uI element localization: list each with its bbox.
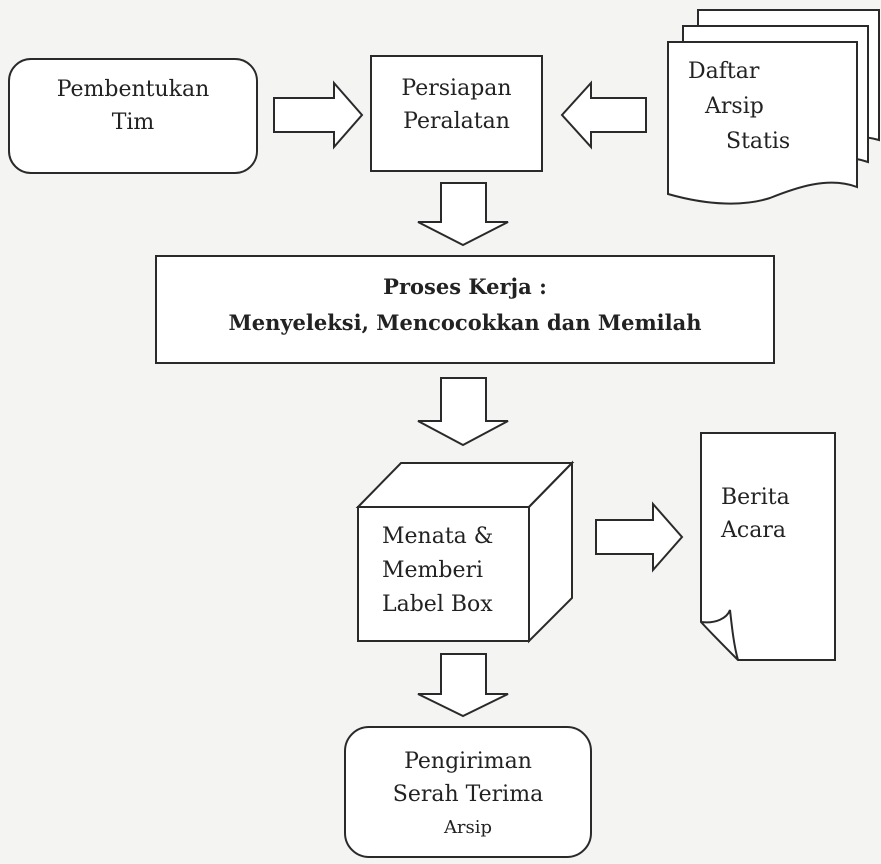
labeling-box-line1: Menata & [382, 524, 494, 549]
archive-list-line2: Arsip [705, 94, 764, 119]
delivery-line1: Pengiriman [404, 749, 532, 774]
work-process-line1: Proses Kerja : [383, 274, 547, 299]
arrow-right-team-to-prep [273, 80, 364, 150]
labeling-cube [355, 460, 575, 644]
labeling-box-label: Menata & Memberi Label Box [382, 520, 493, 622]
team-formation-label: Pembentukan Tim [9, 73, 257, 139]
team-formation-box [8, 58, 258, 174]
work-process-line2: Menyeleksi, Mencocokkan dan Memilah [228, 310, 702, 335]
arrow-right-box-to-minutes [595, 501, 684, 573]
arrow-down-process-to-box [417, 377, 509, 447]
minutes-doc-line2: Acara [721, 518, 786, 543]
work-process-label: Proses Kerja : Menyeleksi, Mencocokkan d… [156, 269, 774, 341]
arrow-left-list-to-prep [560, 80, 647, 150]
labeling-box-line2: Memberi [382, 558, 484, 583]
team-formation-line1: Pembentukan [56, 77, 210, 102]
equipment-prep-line1: Persiapan [401, 76, 512, 101]
archive-list-multidoc [667, 9, 880, 205]
delivery-label: Pengiriman Serah Terima Arsip [345, 745, 591, 844]
delivery-box [344, 726, 592, 858]
equipment-prep-label: Persiapan Peralatan [371, 72, 542, 138]
minutes-doc-label: Berita Acara [721, 481, 790, 547]
work-process-box [155, 255, 775, 364]
team-formation-line2: Tim [111, 110, 155, 135]
minutes-document-fold [700, 609, 739, 661]
labeling-box-line3: Label Box [382, 592, 493, 617]
arrow-down-prep-to-process [417, 182, 509, 247]
minutes-doc-line1: Berita [721, 485, 790, 510]
minutes-document [700, 432, 836, 661]
delivery-line3: Arsip [443, 817, 493, 838]
arrow-down-box-to-delivery [417, 653, 509, 718]
archive-list-line1: Daftar [688, 59, 760, 84]
delivery-line2: Serah Terima [392, 782, 544, 807]
archive-list-line3: Statis [726, 129, 791, 154]
equipment-prep-box [370, 55, 543, 172]
equipment-prep-line2: Peralatan [403, 109, 510, 134]
